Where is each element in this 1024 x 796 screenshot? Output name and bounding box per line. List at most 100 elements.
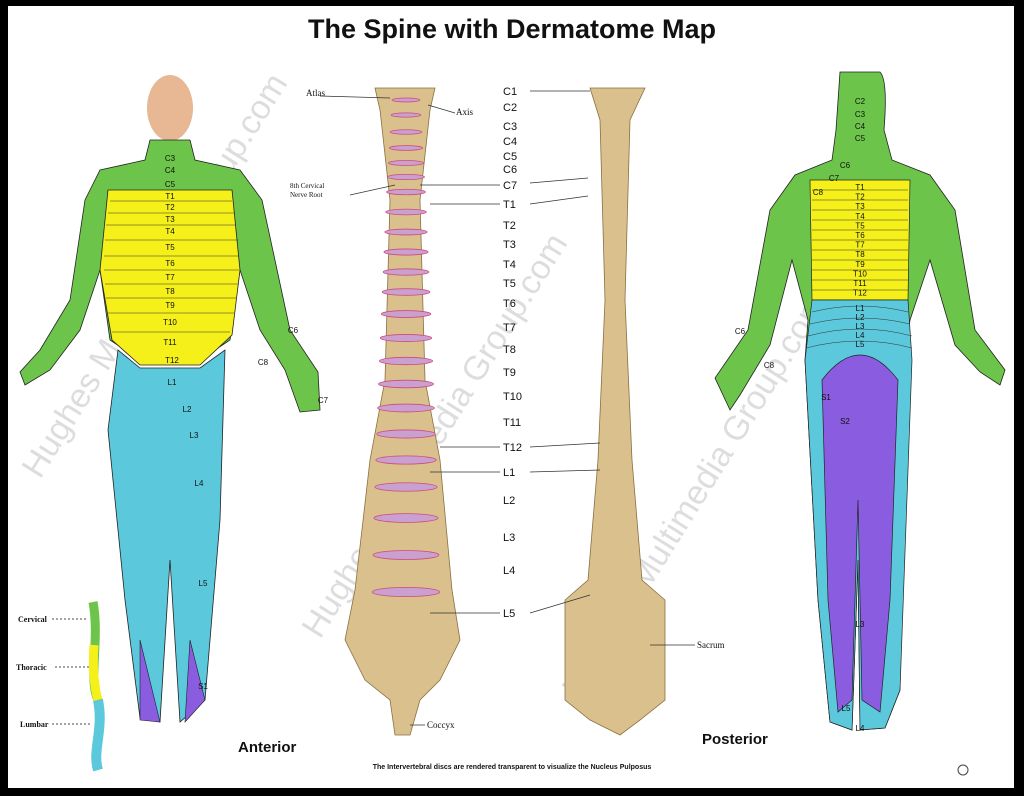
posterior-dermatome-label: L4 [856, 331, 865, 340]
vertebra-label: L4 [503, 565, 515, 577]
posterior-dermatome-label: C7 [829, 174, 840, 183]
posterior-dermatome-label: T10 [853, 269, 867, 278]
small-spine-leaders [52, 618, 90, 725]
anterior-dermatome-label: T1 [165, 192, 175, 201]
label-anterior: Anterior [238, 739, 297, 756]
intervertebral-disc [374, 482, 438, 492]
intervertebral-disc [387, 160, 424, 166]
sacral-dermatome [139, 639, 206, 723]
posterior-dermatome-label: C6 [840, 161, 851, 170]
label-cervical: Cervical [18, 615, 48, 624]
label-atlas: Atlas [306, 88, 325, 98]
intervertebral-disc [382, 268, 430, 276]
posterior-dermatome-label: T3 [855, 202, 865, 211]
vertebra-label: T12 [503, 442, 522, 454]
label-thoracic: Thoracic [16, 663, 47, 672]
vertebra-label: C4 [503, 136, 517, 148]
intervertebral-disc [377, 403, 435, 413]
intervertebral-disc [387, 173, 425, 180]
posterior-dermatome-label: S2 [840, 417, 850, 426]
vertebra-label: T4 [503, 259, 516, 271]
intervertebral-disc [373, 513, 439, 523]
anterior-dermatome-label: T12 [165, 356, 179, 365]
vertebra-label: T6 [503, 298, 516, 310]
page-title: The Spine with Dermatome Map [307, 14, 717, 44]
posterior-dermatome-label: T8 [855, 250, 865, 259]
anterior-dermatome-label: C7 [318, 396, 329, 405]
thoracic-dermatome [99, 189, 241, 366]
intervertebral-disc [379, 334, 433, 342]
intervertebral-disc [378, 356, 433, 366]
vertebra-label: C3 [503, 121, 517, 133]
intervertebral-disc [376, 429, 436, 439]
vertebra-label: C1 [503, 86, 517, 98]
anterior-dermatome-label: T5 [165, 243, 175, 252]
anterior-dermatome-label: L1 [168, 378, 177, 387]
anterior-figure [19, 75, 321, 723]
small-spine: Cervical Thoracic Lumbar [16, 601, 105, 772]
anterior-dermatome-label: T6 [165, 259, 175, 268]
vertebra-label: T1 [503, 199, 516, 211]
label-sacrum: Sacrum [697, 640, 725, 650]
small-spine-lumbar [91, 699, 105, 772]
anterior-dermatome-label: T3 [165, 215, 175, 224]
label-nerve-root-1: 8th Cervical [290, 182, 324, 190]
posterior-dermatome-label: C4 [855, 122, 866, 131]
publisher-logo [957, 764, 969, 776]
intervertebral-disc [383, 248, 429, 256]
vertebra-label: T8 [503, 344, 516, 356]
vertebra-label: L1 [503, 467, 515, 479]
posterior-dermatome-label: T4 [855, 212, 865, 221]
intervertebral-disc [389, 129, 423, 135]
posterior-figure [714, 71, 1006, 731]
intervertebral-disc [388, 145, 424, 151]
anterior-dermatome-label: L3 [190, 431, 199, 440]
vertebra-label: C7 [503, 180, 517, 192]
posterior-dermatome-label: L1 [856, 304, 865, 313]
footer-note: The Intervertebral discs are rendered tr… [372, 764, 652, 771]
intervertebral-disc [391, 97, 421, 103]
spine-leader-lines [319, 90, 695, 726]
label-lumbar: Lumbar [20, 720, 49, 729]
vertebra-label: T3 [503, 239, 516, 251]
posterior-dermatome-label: T1 [855, 183, 865, 192]
anterior-dermatome-label: C3 [165, 154, 176, 163]
vertebra-label: T10 [503, 391, 522, 403]
vertebra-label: T7 [503, 322, 516, 334]
vertebra-label: L5 [503, 608, 515, 620]
intervertebral-disc [390, 112, 422, 118]
anterior-dermatome-label: T2 [165, 203, 175, 212]
head [147, 75, 193, 141]
posterior-dermatome-label: L3 [856, 620, 865, 629]
vertebra-label: C5 [503, 151, 517, 163]
vertebra-label: L3 [503, 532, 515, 544]
vertebra-label: C6 [503, 164, 517, 176]
intervertebral-disc [371, 586, 441, 598]
vertebra-label: T5 [503, 278, 516, 290]
anterior-dermatome-label: C6 [288, 326, 299, 335]
vertebra-label: T2 [503, 220, 516, 232]
anterior-dermatome-label: T9 [165, 301, 175, 310]
label-posterior: Posterior [702, 731, 768, 748]
label-nerve-root-2: Nerve Root [290, 191, 323, 199]
intervertebral-disc [380, 310, 432, 318]
anterior-dermatome-label: C4 [165, 166, 176, 175]
intervertebral-disc [385, 208, 427, 216]
anterior-dermatome-label: C5 [165, 180, 176, 189]
posterior-dermatome-label: L4 [856, 724, 865, 733]
intervertebral-disc [372, 550, 440, 560]
posterior-dermatome-label: T6 [855, 231, 865, 240]
posterior-dermatome-label: T9 [855, 260, 865, 269]
posterior-dermatome-label: C5 [855, 134, 866, 143]
anterior-dermatome-label: T11 [163, 338, 177, 347]
posterior-dermatome-label: T7 [855, 241, 865, 250]
anterior-dermatome-label: L2 [183, 405, 192, 414]
posterior-dermatome-label: T11 [853, 279, 867, 288]
posterior-dermatome-label: T12 [853, 289, 867, 298]
spine-anterior-view [344, 87, 461, 736]
anterior-dermatome-label: T8 [165, 287, 175, 296]
anterior-dermatome-label: T4 [165, 227, 175, 236]
dermatome-lines [104, 200, 239, 333]
vertebra-label: C2 [503, 102, 517, 114]
